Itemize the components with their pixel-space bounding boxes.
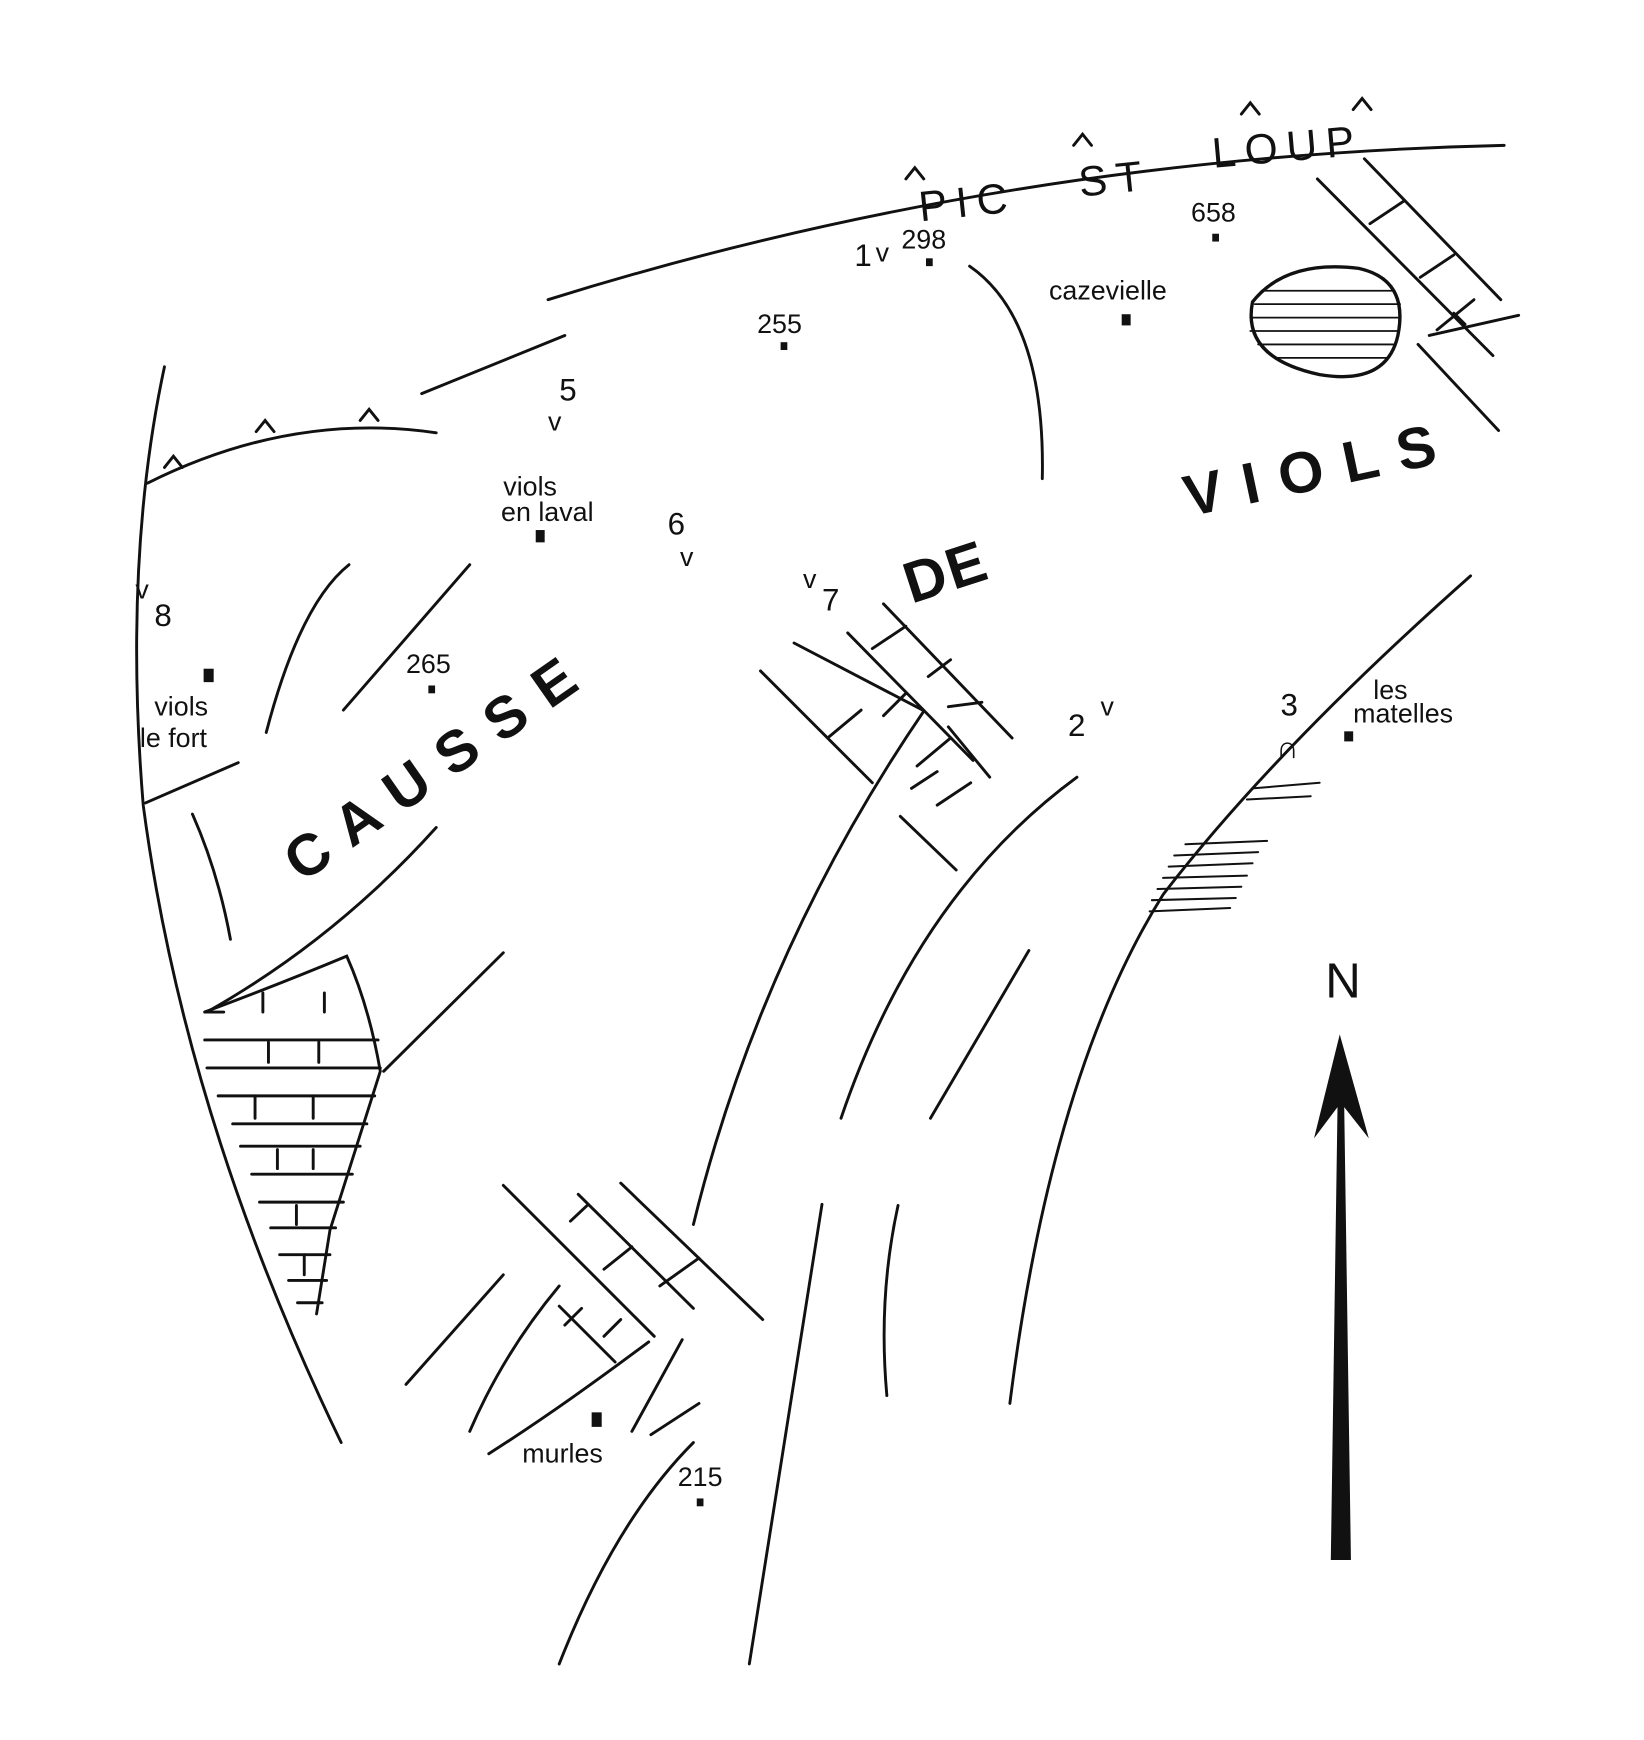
label-causse: C A U S S E: [272, 644, 590, 894]
label-st: ST: [1076, 152, 1153, 206]
place-viols-en-laval-2: en laval: [501, 497, 593, 527]
site-7-marker: v: [803, 564, 817, 594]
hatched-areas: [1148, 265, 1402, 913]
place-les-matelles: les: [1373, 675, 1407, 705]
north-arrow: N: [1314, 953, 1369, 1560]
site-5: 5: [559, 372, 576, 407]
place-cazevielle: cazevielle: [1049, 276, 1167, 306]
fault-lines: [135, 96, 1506, 1666]
site-3-cave-marker: ∩: [1276, 730, 1299, 765]
north-label: N: [1325, 953, 1363, 1008]
elevations: 658 298 255 265 215: [406, 197, 1236, 1492]
site-numbers: 1 v 5 v 6 v v 7 v 8 2 v 3 ∩: [135, 238, 1298, 766]
place-les-matelles-2: matelles: [1353, 698, 1453, 728]
site-7: 7: [822, 583, 839, 618]
label-loup: LOUP: [1210, 118, 1365, 178]
site-3: 3: [1280, 688, 1297, 723]
place-viols-en-laval: viols: [503, 471, 557, 501]
label-de: DE: [895, 528, 996, 616]
elevation-265: 265: [406, 649, 451, 679]
site-5-marker: v: [548, 407, 562, 437]
label-viols: V I O L S: [1178, 412, 1444, 529]
elevation-255: 255: [757, 309, 802, 339]
site-8: 8: [154, 598, 171, 633]
elevation-215: 215: [678, 1462, 723, 1492]
site-8-marker: v: [135, 574, 149, 604]
site-1-marker: v: [876, 238, 890, 268]
site-6-marker: v: [680, 542, 694, 572]
site-2-marker: v: [1100, 692, 1114, 722]
site-6: 6: [668, 507, 685, 542]
label-pic: PIC: [917, 174, 1019, 231]
elevation-658: 658: [1191, 197, 1236, 227]
place-labels: cazevielle viols en laval viols le fort …: [140, 276, 1453, 1469]
locality-markers: [203, 233, 1354, 1507]
place-viols-le-fort: viols: [154, 692, 208, 722]
limestone-triangle: [203, 954, 382, 1316]
limestone-bands: [501, 157, 1521, 1364]
elevation-298: 298: [901, 224, 946, 254]
site-1: 1: [854, 238, 871, 273]
site-2: 2: [1068, 708, 1085, 743]
place-viols-le-fort-2: le fort: [140, 723, 208, 753]
region-names: PIC ST LOUP C A U S S E DE V I O L S: [272, 118, 1444, 894]
place-murles: murles: [522, 1439, 603, 1469]
